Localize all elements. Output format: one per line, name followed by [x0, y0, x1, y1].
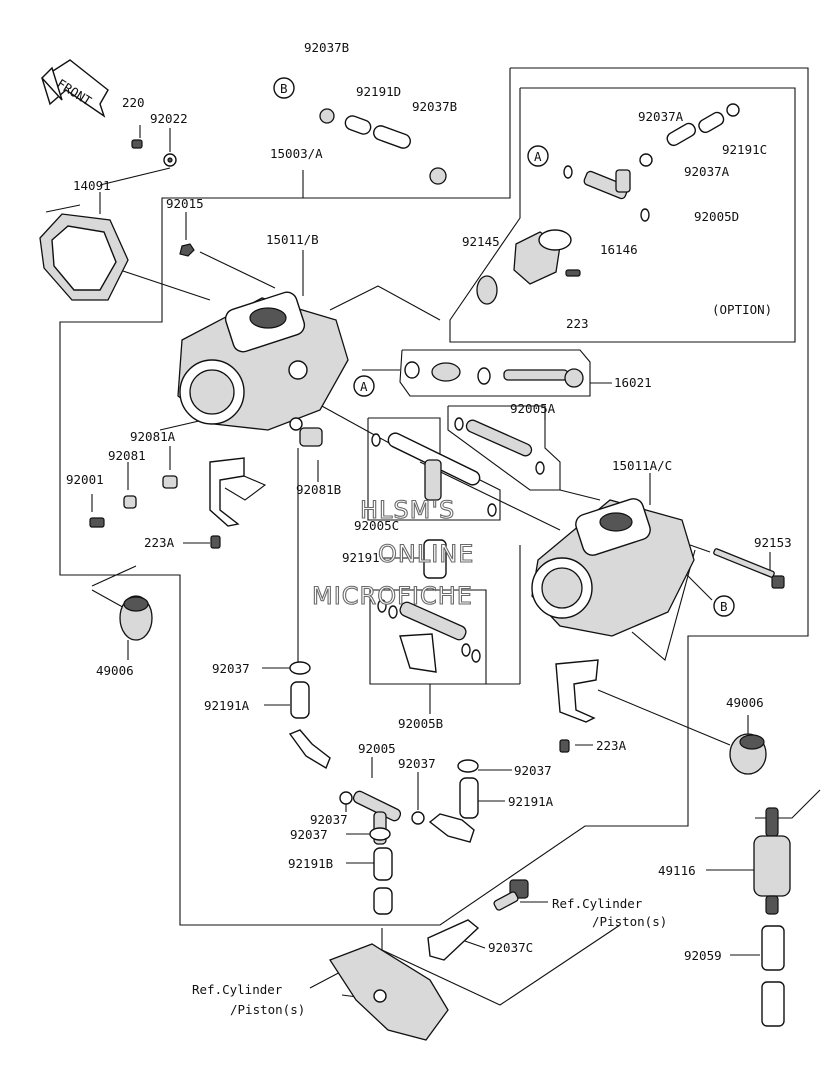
label-220: 220	[122, 95, 145, 110]
label-92005B: 92005B	[398, 716, 443, 731]
nut-92015	[179, 243, 195, 257]
svg-text:B: B	[720, 599, 728, 614]
label-49116: 49116	[658, 863, 696, 878]
label-16146: 16146	[600, 242, 638, 257]
label-ref-cylinder-1a: Ref.Cylinder	[552, 896, 643, 911]
ref-cylinder-parts	[329, 879, 529, 1041]
label-92059: 92059	[684, 948, 722, 963]
watermark: HLSM'S ONLINE MICROFICHE	[311, 495, 474, 610]
label-92001: 92001	[66, 472, 104, 487]
label-16021: 16021	[614, 375, 652, 390]
label-ref-cylinder-2b: /Piston(s)	[230, 1002, 305, 1017]
label-92037B-2: 92037B	[412, 99, 457, 114]
label-92037-low1: 92037	[310, 812, 348, 827]
label-15011AC: 15011A/C	[612, 458, 672, 473]
fuel-pipe-92005A	[454, 417, 545, 475]
rubber-49006-right	[729, 733, 767, 775]
pilot-screw-16021	[404, 361, 584, 388]
carburetor-left	[177, 291, 349, 431]
filter-49116	[753, 807, 791, 1027]
label-92037-left: 92037	[212, 661, 250, 676]
watermark-line-3: MICROFICHE	[312, 582, 473, 610]
label-92191: 92191	[342, 550, 380, 565]
label-92037-right: 92037	[514, 763, 552, 778]
part-labels: 92037B 220 92022 92191D 92037B 14091 150…	[66, 40, 792, 1017]
label-ref-cylinder-1b: /Piston(s)	[592, 914, 667, 929]
front-arrow-icon: FRONT	[41, 59, 109, 118]
label-92191B: 92191B	[288, 856, 333, 871]
fuel-tee-92005C	[371, 432, 497, 579]
bolt-220	[131, 139, 177, 167]
springs-left	[89, 427, 323, 549]
label-15003A: 15003/A	[270, 146, 323, 161]
label-92081B: 92081B	[296, 482, 341, 497]
label-92005A: 92005A	[510, 401, 556, 416]
watermark-line-2: ONLINE	[378, 540, 474, 568]
label-92037-mid: 92037	[398, 756, 436, 771]
callout-a-top: A	[527, 145, 549, 167]
callout-b-top: B	[273, 77, 295, 99]
bracket-right	[555, 659, 599, 753]
label-option: (OPTION)	[712, 302, 772, 317]
svg-text:B: B	[280, 81, 288, 96]
label-92037C: 92037C	[488, 940, 533, 955]
label-92191A-right: 92191A	[508, 794, 554, 809]
label-92081A: 92081A	[130, 429, 176, 444]
label-92145: 92145	[462, 234, 500, 249]
screw-92153	[713, 548, 785, 589]
fuel-tee-92005B	[377, 599, 481, 673]
svg-text:A: A	[360, 379, 368, 394]
label-92005D: 92005D	[694, 209, 739, 224]
label-14091: 14091	[73, 178, 111, 193]
label-92015: 92015	[166, 196, 204, 211]
label-92153: 92153	[754, 535, 792, 550]
cover-14091	[39, 213, 129, 301]
option-kit	[476, 103, 740, 305]
carburetor-right	[531, 498, 695, 637]
label-92191A-left: 92191A	[204, 698, 250, 713]
watermark-line-1: HLSM'S	[360, 496, 455, 524]
label-92191C: 92191C	[722, 142, 767, 157]
label-92022: 92022	[150, 111, 188, 126]
label-92037-low2: 92037	[290, 827, 328, 842]
label-92191D: 92191D	[356, 84, 401, 99]
svg-text:A: A	[534, 149, 542, 164]
callout-a-left: A	[353, 375, 375, 397]
rubber-49006-left	[119, 595, 153, 641]
callout-b-right: B	[713, 595, 735, 617]
lower-hoses	[288, 661, 479, 915]
label-49006-right: 49006	[726, 695, 764, 710]
label-ref-cylinder-2a: Ref.Cylinder	[192, 982, 283, 997]
label-92037A-top: 92037A	[638, 109, 684, 124]
label-92005C: 92005C	[354, 518, 399, 533]
label-223: 223	[566, 316, 589, 331]
top-hose-kit	[319, 108, 447, 185]
label-92037A-2: 92037A	[684, 164, 730, 179]
label-92005: 92005	[358, 741, 396, 756]
label-223A-right: 223A	[596, 738, 627, 753]
label-223A-left: 223A	[144, 535, 175, 550]
label-92037B-top: 92037B	[304, 40, 349, 55]
label-92081: 92081	[108, 448, 146, 463]
label-15011B: 15011/B	[266, 232, 319, 247]
label-49006-left: 49006	[96, 663, 134, 678]
